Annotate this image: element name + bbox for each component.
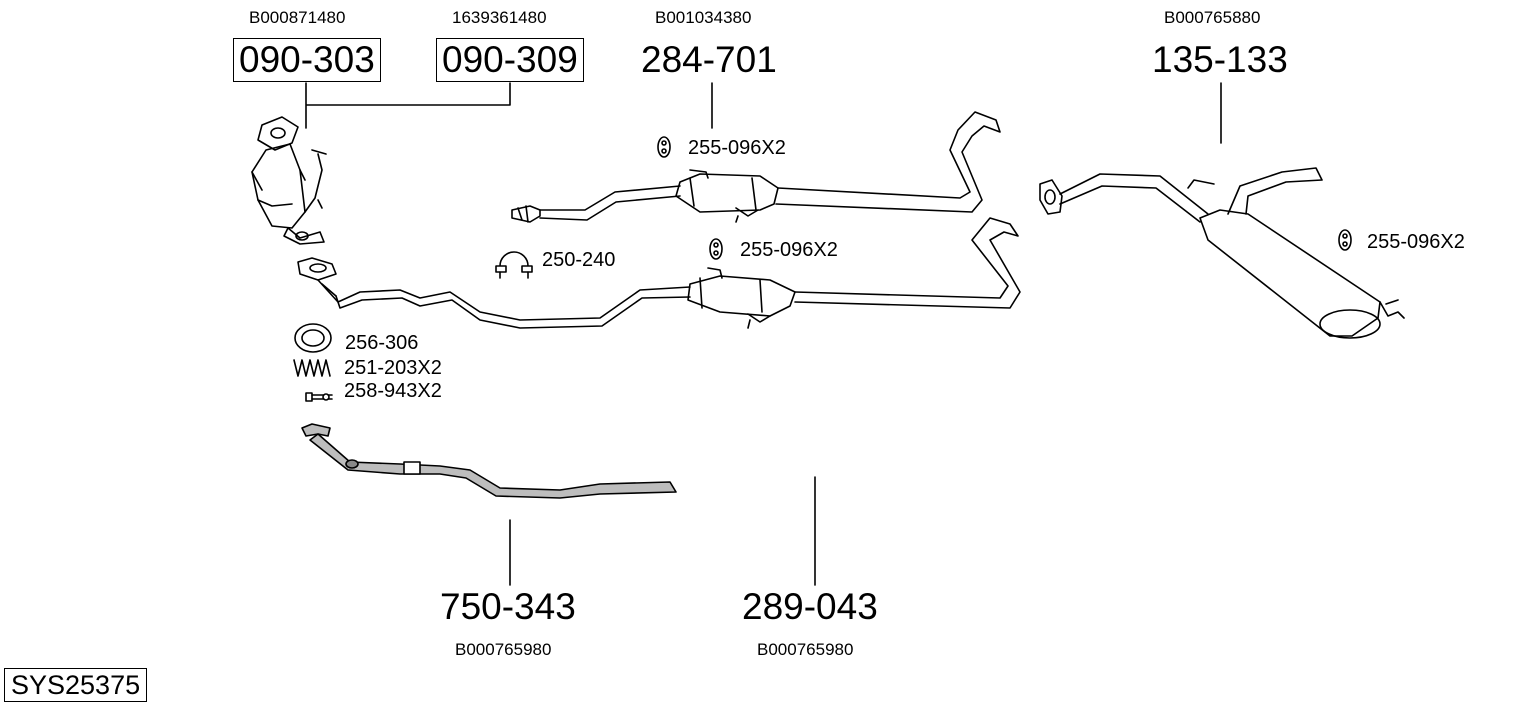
center-pipe-drawing <box>511 111 1001 223</box>
ref-284-701: B001034380 <box>655 8 752 27</box>
accessory-label-clamp[interactable]: 250-240 <box>542 249 616 271</box>
part-289-043[interactable]: 289-043 <box>742 586 878 627</box>
part-135-133[interactable]: 135-133 <box>1152 39 1288 80</box>
leader-line-catalysts <box>305 82 511 129</box>
accessory-label-spring[interactable]: 251-203X2 <box>344 357 442 379</box>
gasket-ring-icon <box>294 323 332 353</box>
ref-289-043: B000765980 <box>757 640 854 659</box>
accessory-label-gasket[interactable]: 256-306 <box>345 332 419 354</box>
part-284-701[interactable]: 284-701 <box>641 39 777 80</box>
accessory-label-bolt[interactable]: 258-943X2 <box>344 380 442 402</box>
part-090-309[interactable]: 090-309 <box>436 38 584 82</box>
accessory-label-hanger-1[interactable]: 255-096X2 <box>688 137 786 159</box>
front-pipe-750-343-drawing <box>301 423 677 499</box>
rubber-hanger-icon <box>709 238 723 260</box>
spring-icon <box>293 359 331 377</box>
accessory-label-hanger-3[interactable]: 255-096X2 <box>1367 231 1465 253</box>
bolt-icon <box>305 392 333 402</box>
rear-muffler-drawing <box>1039 167 1405 339</box>
rubber-hanger-icon <box>1338 229 1352 251</box>
ref-135-133: B000765880 <box>1164 8 1261 27</box>
clamp-icon <box>495 251 533 279</box>
system-id-label: SYS25375 <box>4 668 148 702</box>
front-pipe-drawing <box>297 217 1021 329</box>
ref-090-303: B000871480 <box>249 8 346 27</box>
catalytic-converter-drawing <box>251 116 327 245</box>
part-750-343[interactable]: 750-343 <box>440 586 576 627</box>
ref-750-343: B000765980 <box>455 640 552 659</box>
part-090-303[interactable]: 090-303 <box>233 38 381 82</box>
rubber-hanger-icon <box>657 136 671 158</box>
ref-090-309: 1639361480 <box>452 8 547 27</box>
accessory-label-hanger-2[interactable]: 255-096X2 <box>740 239 838 261</box>
